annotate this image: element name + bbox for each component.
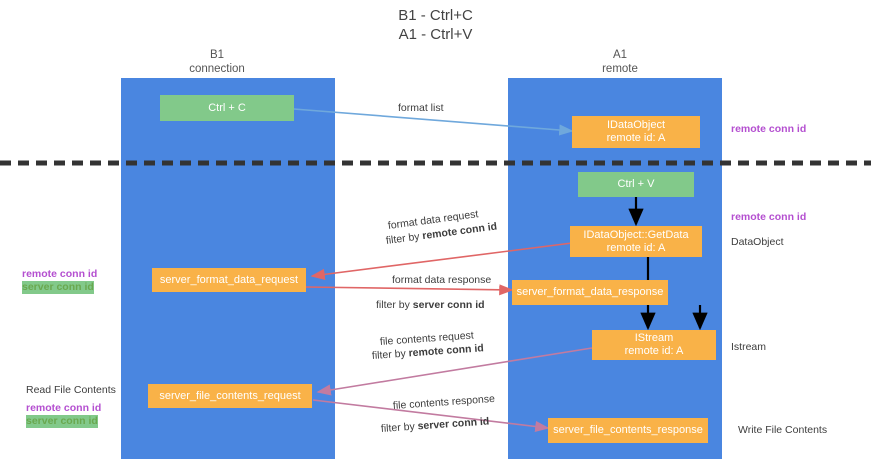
- column-a1-sub: remote: [602, 62, 638, 75]
- node-server-format-data-request[interactable]: server_format_data_request: [152, 268, 306, 292]
- filter-key-2: server conn id: [412, 299, 485, 311]
- annotation-dataobject: DataObject: [731, 236, 784, 248]
- annotation-left-server-conn-id-2: server conn id: [26, 415, 98, 428]
- node-server-format-data-response[interactable]: server_format_data_response: [512, 280, 668, 305]
- annotation-remote-conn-id-top: remote conn id: [731, 123, 807, 135]
- edge-label-file-contents-response: file contents response: [392, 392, 496, 412]
- node-server-file-contents-response[interactable]: server_file_contents_response: [548, 418, 708, 443]
- annotation-read-file-contents: Read File Contents: [26, 384, 116, 396]
- column-header-b1: B1 connection: [150, 49, 284, 76]
- annotation-istream: Istream: [731, 341, 767, 353]
- node-istream-line2: remote id: A: [624, 345, 684, 357]
- column-b1-name: B1: [209, 49, 225, 61]
- filter-prefix-3: filter by: [371, 347, 410, 362]
- node-ctrl-c[interactable]: Ctrl + C: [160, 95, 294, 121]
- column-a1-name: A1: [612, 49, 628, 61]
- node-server-file-contents-request[interactable]: server_file_contents_request: [148, 384, 312, 408]
- edge-label-format-data-response: format data response: [392, 274, 492, 286]
- filter-prefix-1: filter by: [385, 230, 424, 247]
- node-getdata-line2: remote id: A: [606, 241, 666, 254]
- node-idataobject[interactable]: IDataObject remote id: A: [572, 116, 700, 148]
- annotation-left-server-conn-id: server conn id: [22, 281, 94, 294]
- node-idataobject-line2: remote id: A: [606, 132, 666, 144]
- node-getdata-line1: IDataObject::GetData: [583, 228, 689, 241]
- column-header-a1: A1 remote: [553, 49, 687, 76]
- diagram-title: B1 - Ctrl+C A1 - Ctrl+V: [0, 6, 871, 44]
- edge-label-format-list: format list: [398, 102, 444, 114]
- column-b1-sub: connection: [189, 62, 245, 75]
- annotation-left-remote-conn-id-2: remote conn id: [26, 402, 102, 414]
- annotation-write-file-contents: Write File Contents: [738, 424, 828, 436]
- edge-label-file-contents-response-filter: filter by server conn id: [381, 415, 490, 436]
- node-getdata[interactable]: IDataObject::GetData remote id: A: [570, 226, 702, 257]
- annotation-remote-conn-id-mid: remote conn id: [731, 211, 807, 223]
- node-server-format-data-request-label: server_format_data_request: [159, 273, 299, 286]
- node-server-format-data-response-label: server_format_data_response: [516, 286, 664, 298]
- node-istream-line1: IStream: [634, 332, 674, 344]
- title-line-2: A1 - Ctrl+V: [398, 26, 473, 43]
- edge-label-format-data-response-filter: filter by server conn id: [376, 299, 485, 312]
- node-ctrl-v-label: Ctrl + V: [617, 178, 655, 190]
- node-idataobject-line1: IDataObject: [606, 119, 666, 131]
- edge-format-data-response: [305, 284, 514, 296]
- node-ctrl-c-label: Ctrl + C: [208, 101, 246, 114]
- title-line-1: B1 - Ctrl+C: [398, 7, 473, 24]
- filter-prefix-4: filter by: [380, 420, 419, 435]
- annotation-left-remote-conn-id: remote conn id: [22, 268, 98, 280]
- node-server-file-contents-response-label: server_file_contents_response: [553, 424, 703, 436]
- filter-key-4: server conn id: [417, 415, 490, 433]
- node-istream[interactable]: IStream remote id: A: [592, 330, 716, 360]
- node-server-file-contents-request-label: server_file_contents_request: [159, 389, 301, 402]
- filter-prefix-2: filter by: [376, 299, 413, 311]
- node-ctrl-v[interactable]: Ctrl + V: [578, 172, 694, 197]
